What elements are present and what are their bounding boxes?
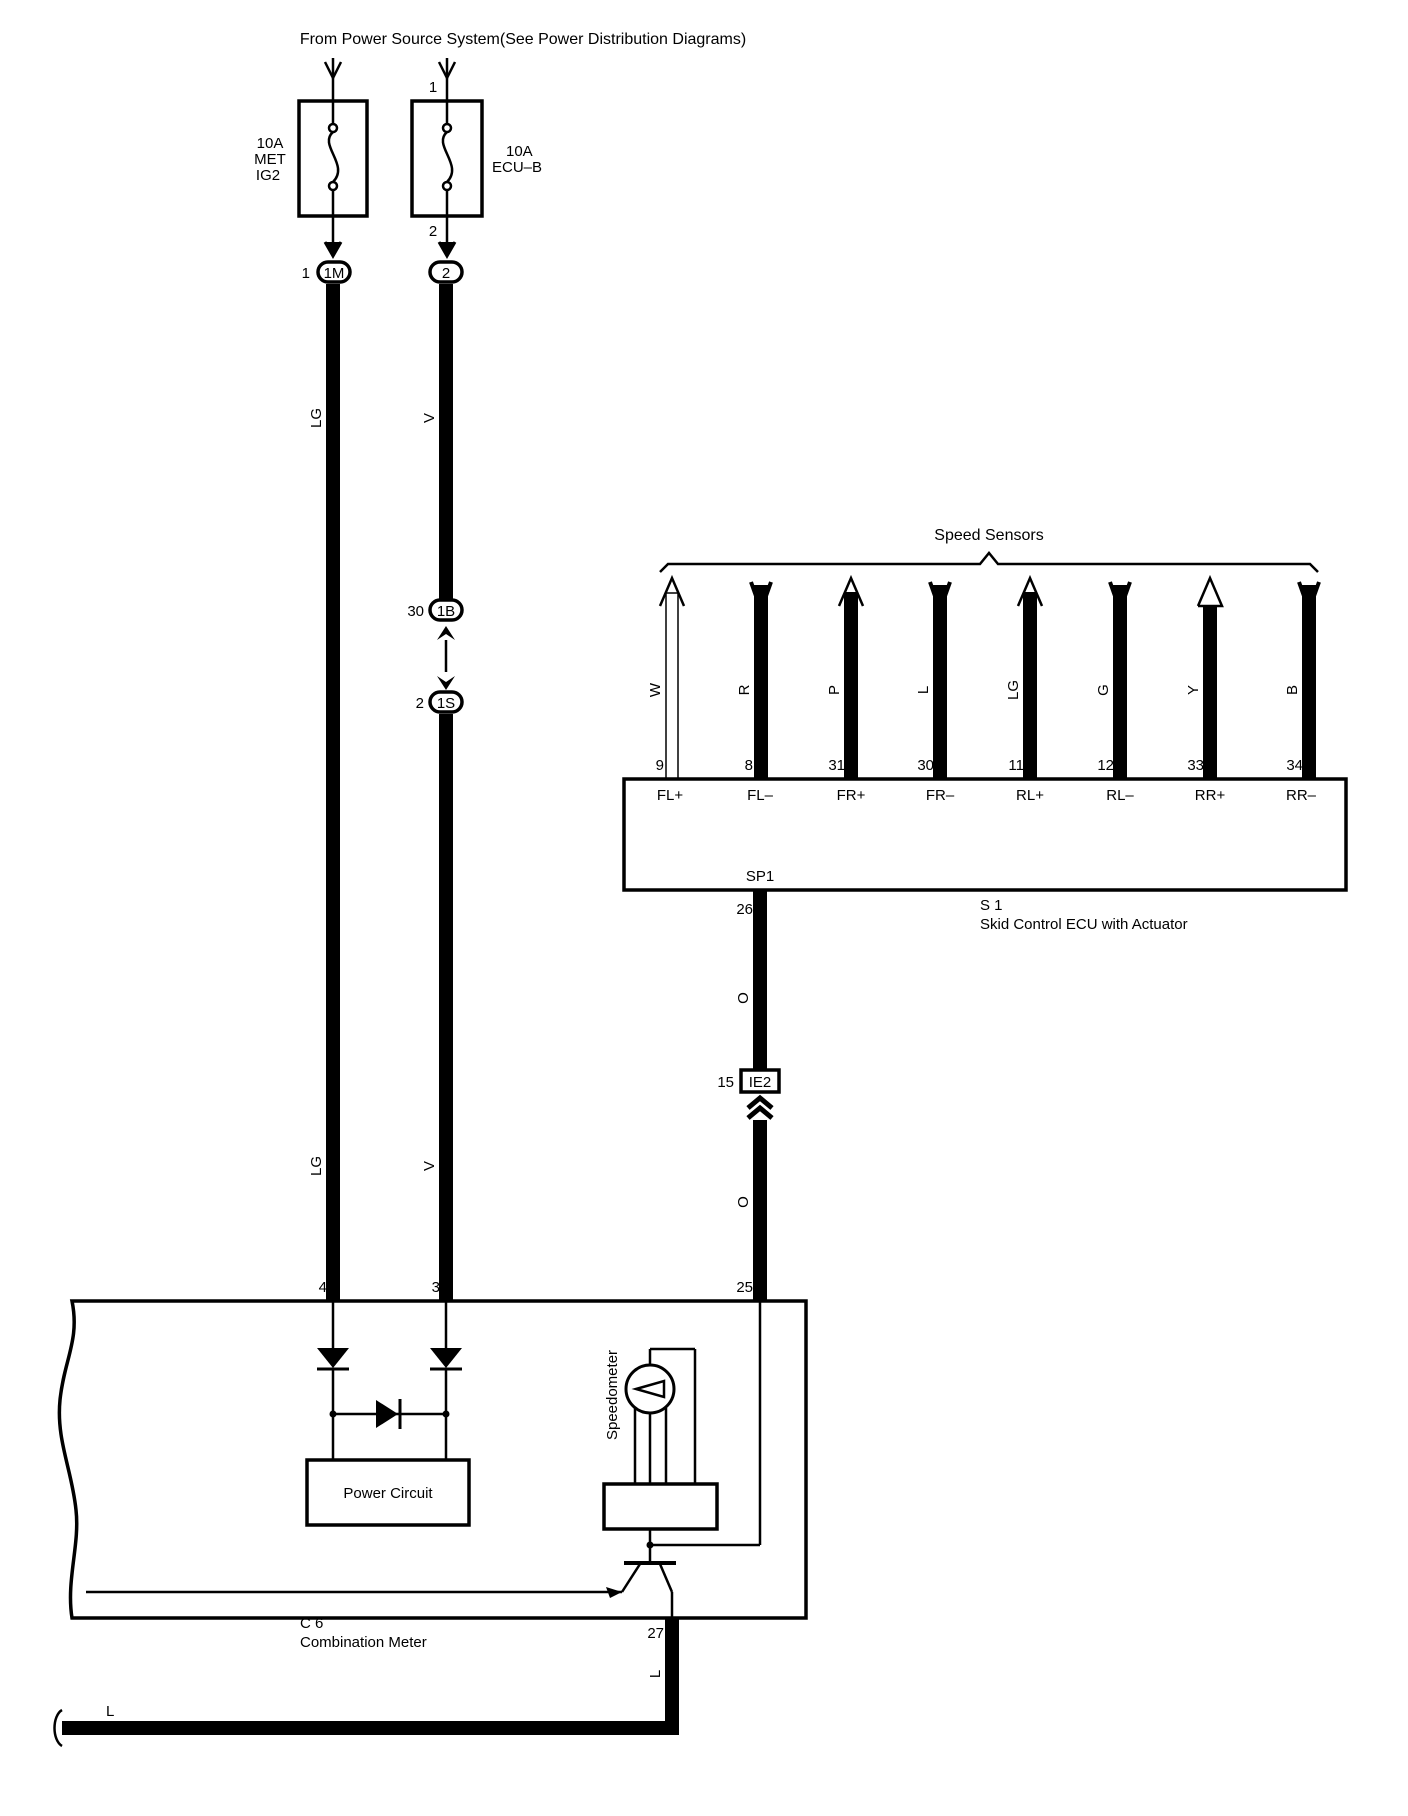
sensor-3-pin: 31 [828,757,845,774]
connector-1s-arrow [437,676,455,690]
fuse-output-lines [323,216,457,260]
connector-ie2 [739,1068,781,1094]
wire-v-bottom-label: V [421,1161,438,1171]
terminal-fr-plus: FR+ [837,787,866,804]
connector-ie2-pin: 15 [717,1074,734,1091]
connector-2 [428,260,464,284]
connector-1b-arrow [437,626,455,640]
sensor-6-pin: 12 [1097,757,1114,774]
meter-pin-4: 4 [319,1279,327,1296]
connector-ie2-chevron-1 [746,1094,774,1110]
connector-1b-id: 1B [437,603,455,620]
terminal-rr-plus: RR+ [1195,787,1226,804]
wire-o-top-label: O [735,992,752,1004]
fuse-ecu-pin-top: 1 [429,79,437,96]
sensor-4-pin: 30 [917,757,934,774]
meter-code: C 6 [300,1615,323,1632]
connector-1b [428,598,464,622]
meter-pin-27: 27 [647,1625,664,1642]
speedometer-gauge-icon [624,1347,697,1484]
connector-1s-pin: 2 [416,695,424,712]
terminal-fl-minus: FL– [747,787,774,804]
sensor-wires [658,574,1321,780]
wire-l-continuation-mark [53,1708,63,1748]
meter-pin-3: 3 [432,1279,440,1296]
sensor-7-color: Y [1185,685,1202,695]
wire-v-top-label: V [421,413,438,423]
fuse-ecu-name: ECU–B [492,159,542,176]
fuse-ecu-amp: 10A [506,143,533,160]
fuse-ecu-b [410,99,484,218]
fuse-ecu-pin-bottom: 2 [429,223,437,240]
skid-ecu-code: S 1 [980,897,1003,914]
sensor-1-color: W [647,682,664,697]
terminal-rl-minus: RL– [1106,787,1134,804]
connector-1m-pin: 1 [302,265,310,282]
wire-l-output [62,1619,679,1735]
speed-sensors-bracket [659,551,1319,573]
sensor-3-color: P [826,685,843,695]
meter-pin-25: 25 [736,1279,753,1296]
skid-ecu-name: Skid Control ECU with Actuator [980,916,1188,933]
connector-1m [316,260,352,284]
fuse-met-name: MET [254,151,286,168]
wire-lg-top-label: LG [308,408,325,428]
sensor-6-color: G [1095,684,1112,696]
sp1-pin: 26 [736,901,753,918]
connector-1s [428,690,464,714]
sensor-8-pin: 34 [1286,757,1303,774]
sensor-5-color: LG [1005,680,1022,700]
power-source-label: From Power Source System(See Power Distr… [300,31,746,48]
sensor-8-color: B [1284,685,1301,695]
power-circuit-label: Power Circuit [343,1485,433,1502]
sensor-1-pin: 9 [656,757,664,774]
connector-1m-id: 1M [324,265,345,282]
skid-control-ecu-box [622,777,1348,892]
speed-sensors-title: Speed Sensors [934,527,1043,544]
sensor-2-pin: 8 [745,757,753,774]
terminal-rl-plus: RL+ [1016,787,1044,804]
wire-l-vertical-label: L [647,1670,664,1678]
wire-l-horizontal-label: L [106,1703,114,1720]
meter-name: Combination Meter [300,1634,427,1651]
terminal-sp1: SP1 [746,868,774,885]
connector-1b-pin: 30 [407,603,424,620]
connector-1s-id: 1S [437,695,455,712]
meter-internal-circuit [317,1301,462,1460]
sensor-4-color: L [915,686,932,694]
terminal-fr-minus: FR– [926,787,955,804]
wire-o-bottom-label: O [735,1196,752,1208]
terminal-rr-minus: RR– [1286,787,1317,804]
connector-ie2-id: IE2 [749,1074,772,1091]
connector-2-id: 2 [442,265,450,282]
sensor-7-pin: 33 [1187,757,1204,774]
terminal-fl-plus: FL+ [657,787,684,804]
fuse-met-ig2 [297,99,369,218]
fuse-feed-arrows [323,58,457,100]
connector-ie2-chevron-2 [746,1104,774,1120]
speedometer-label: Speedometer [604,1350,621,1440]
fuse-met-amp: 10A [257,135,284,152]
fuse-met-ig2-name: IG2 [256,167,280,184]
transistor-circuit [86,1301,762,1618]
sensor-5-pin: 11 [1008,757,1024,774]
meter-driver-box [602,1482,719,1531]
wire-lg-bottom-label: LG [308,1156,325,1176]
power-circuit-box [305,1458,471,1527]
sensor-2-color: R [736,684,753,695]
